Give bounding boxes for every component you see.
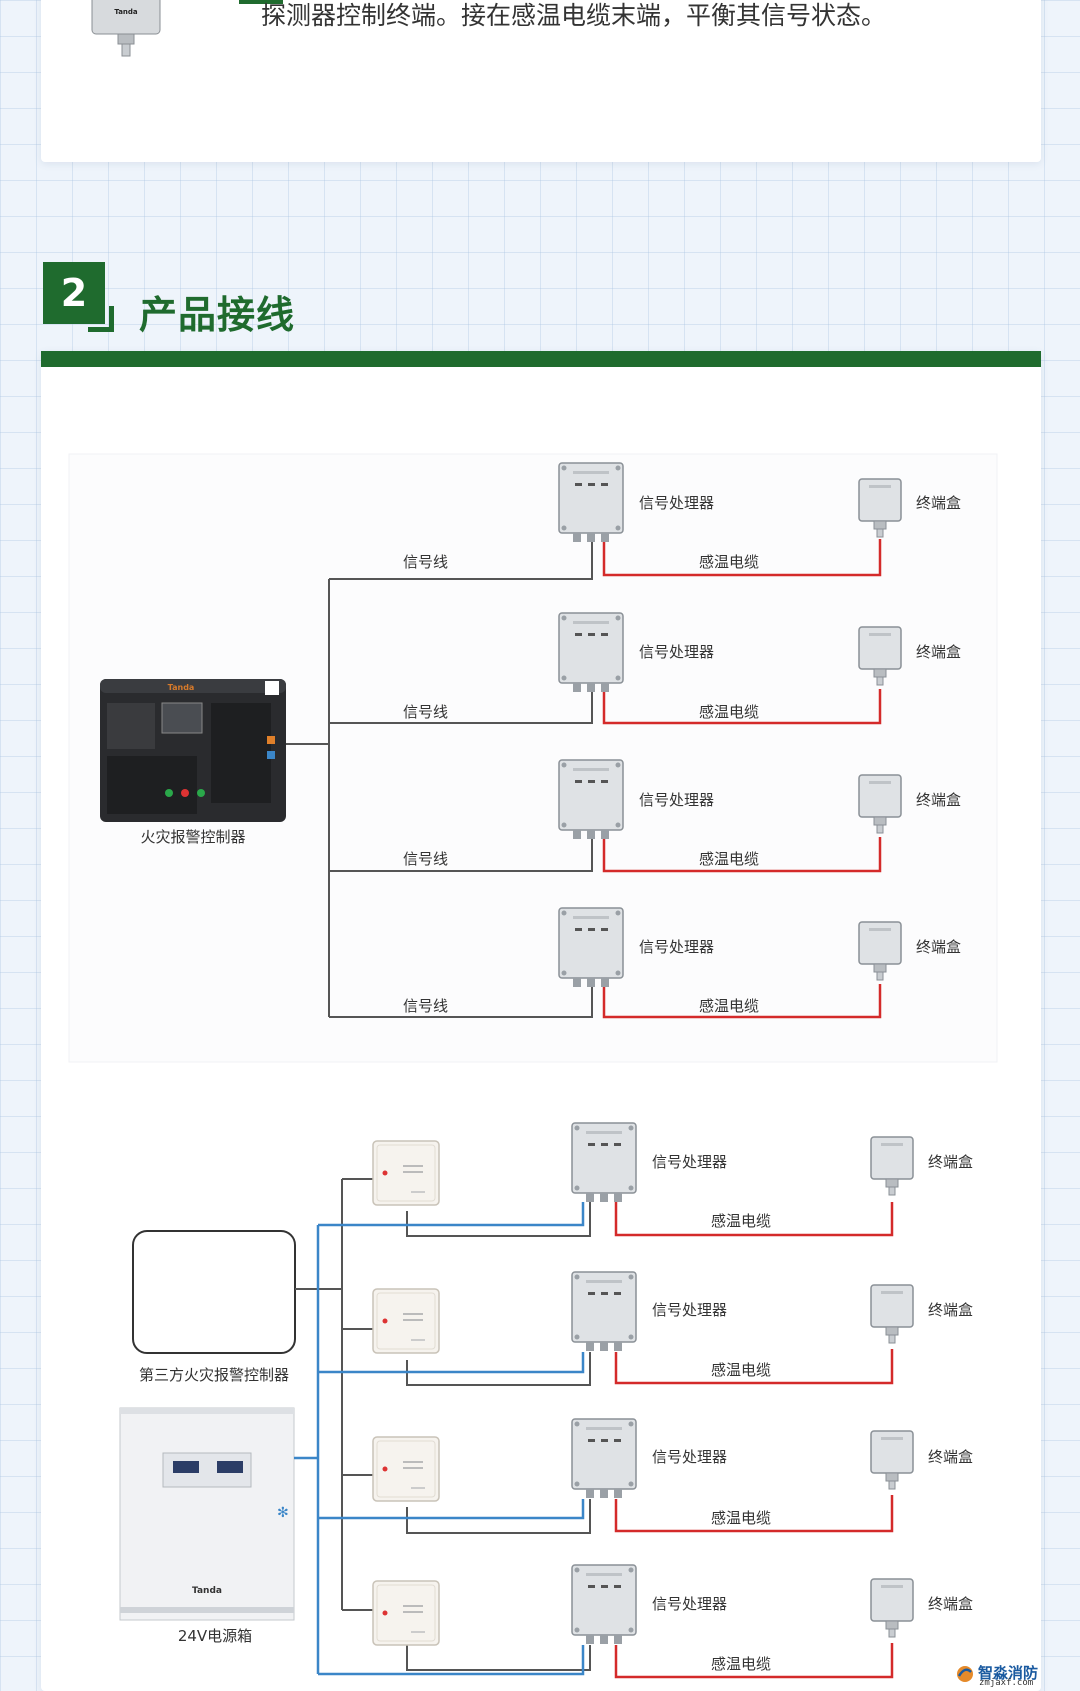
power-box-image: ✻ Tanda [119, 1407, 295, 1621]
terminal-box-image: Tanda [91, 0, 161, 57]
processor-label: 信号处理器 [652, 1448, 727, 1466]
power-lines [294, 1202, 585, 1676]
d2-row-2: 信号处理器 感温电缆 终端盒 [571, 1271, 973, 1379]
processor-label: 信号处理器 [639, 643, 714, 661]
d2-heat-cables [614, 1202, 894, 1679]
terminal-label: 终端盒 [928, 1448, 973, 1466]
section-title: 产品接线 [139, 293, 296, 337]
section-corner-decoration [88, 306, 114, 332]
processor-label: 信号处理器 [652, 1301, 727, 1319]
d2-row-1: 信号处理器 感温电缆 终端盒 [571, 1122, 973, 1230]
d2-signal-bus [295, 1178, 591, 1671]
terminal-box-image [870, 1136, 914, 1196]
watermark-url: zmjaxf.com [979, 1678, 1034, 1688]
watermark-name: 智淼消防 [978, 1664, 1039, 1682]
terminal-box-image [870, 1430, 914, 1490]
indicator-icon: ✻ [277, 1505, 289, 1521]
terminal-label: 终端盒 [928, 1301, 973, 1319]
signal-processor-image [558, 462, 624, 543]
signal-line-label: 信号线 [403, 553, 448, 571]
cable-label: 感温电缆 [711, 1509, 771, 1527]
d2-row-4: 信号处理器 感温电缆 终端盒 [571, 1564, 973, 1673]
terminal-label: 终端盒 [916, 791, 961, 809]
terminal-box-brand: Tanda [114, 8, 138, 16]
signal-processor-image [571, 1418, 637, 1499]
wiring-diagram: Tanda 火灾报警控制器 [68, 453, 998, 1679]
input-module-image [372, 1580, 440, 1646]
cable-label: 感温电缆 [711, 1361, 771, 1379]
terminal-box-image [870, 1578, 914, 1638]
signal-processor-image [558, 612, 624, 693]
d1-row-2: 信号线 信号处理器 感温电缆 终端盒 [403, 612, 961, 721]
section-divider-bar [41, 351, 1041, 367]
cable-label: 感温电缆 [699, 850, 759, 868]
terminal-box-image [870, 1284, 914, 1344]
d2-row-3: 信号处理器 感温电缆 终端盒 [571, 1418, 973, 1527]
signal-line-label: 信号线 [403, 850, 448, 868]
processor-label: 信号处理器 [639, 938, 714, 956]
product-card: Tanda 探测器控制终端。接在感温电缆末端，平衡其信号状态。 [41, 0, 1041, 162]
terminal-label: 终端盒 [928, 1153, 973, 1171]
heat-cables [602, 539, 882, 1019]
signal-bus [286, 542, 593, 1018]
third-party-controller-box [132, 1230, 296, 1354]
third-party-controller-label: 第三方火灾报警控制器 [139, 1366, 289, 1384]
signal-processor-image [571, 1271, 637, 1352]
signal-processor-image [558, 907, 624, 988]
cable-label: 感温电缆 [711, 1212, 771, 1230]
controller-label: 火灾报警控制器 [140, 828, 245, 846]
signal-processor-image [558, 759, 624, 840]
corner-decoration [239, 0, 283, 4]
d1-row-4: 信号线 信号处理器 感温电缆 终端盒 [403, 907, 961, 1015]
processor-label: 信号处理器 [652, 1595, 727, 1613]
power-box-brand: Tanda [192, 1586, 222, 1596]
cable-label: 感温电缆 [699, 703, 759, 721]
signal-line-label: 信号线 [403, 997, 448, 1015]
d1-row-3: 信号线 信号处理器 感温电缆 终端盒 [403, 759, 961, 868]
terminal-label: 终端盒 [916, 938, 961, 956]
signal-processor-image [571, 1122, 637, 1203]
d1-row-1: 信号线 信号处理器 感温电缆 终端盒 [403, 462, 961, 571]
input-module-image [372, 1288, 440, 1354]
input-module-image [372, 1436, 440, 1502]
terminal-label: 终端盒 [916, 494, 961, 512]
cable-label: 感温电缆 [699, 553, 759, 571]
processor-label: 信号处理器 [639, 494, 714, 512]
terminal-label: 终端盒 [928, 1595, 973, 1613]
input-module-image [372, 1140, 440, 1206]
fire-alarm-controller-image: Tanda [100, 679, 286, 822]
cable-label: 感温电缆 [699, 997, 759, 1015]
wiring-card: Tanda 火灾报警控制器 [41, 351, 1041, 1691]
controller-brand: Tanda [168, 683, 195, 692]
signal-processor-image [571, 1564, 637, 1645]
processor-label: 信号处理器 [639, 791, 714, 809]
cable-label: 感温电缆 [711, 1655, 771, 1673]
signal-line-label: 信号线 [403, 703, 448, 721]
power-box-label: 24V电源箱 [178, 1627, 252, 1645]
terminal-label: 终端盒 [916, 643, 961, 661]
watermark-logo-icon [957, 1666, 973, 1682]
diagram-1: Tanda 火灾报警控制器 [68, 453, 998, 1063]
section-number: 2 [43, 262, 105, 324]
processor-label: 信号处理器 [652, 1153, 727, 1171]
diagram-2: 第三方火灾报警控制器 ✻ Tanda 24V电源箱 [119, 1122, 973, 1679]
product-description: 探测器控制终端。接在感温电缆末端，平衡其信号状态。 [261, 1, 887, 30]
